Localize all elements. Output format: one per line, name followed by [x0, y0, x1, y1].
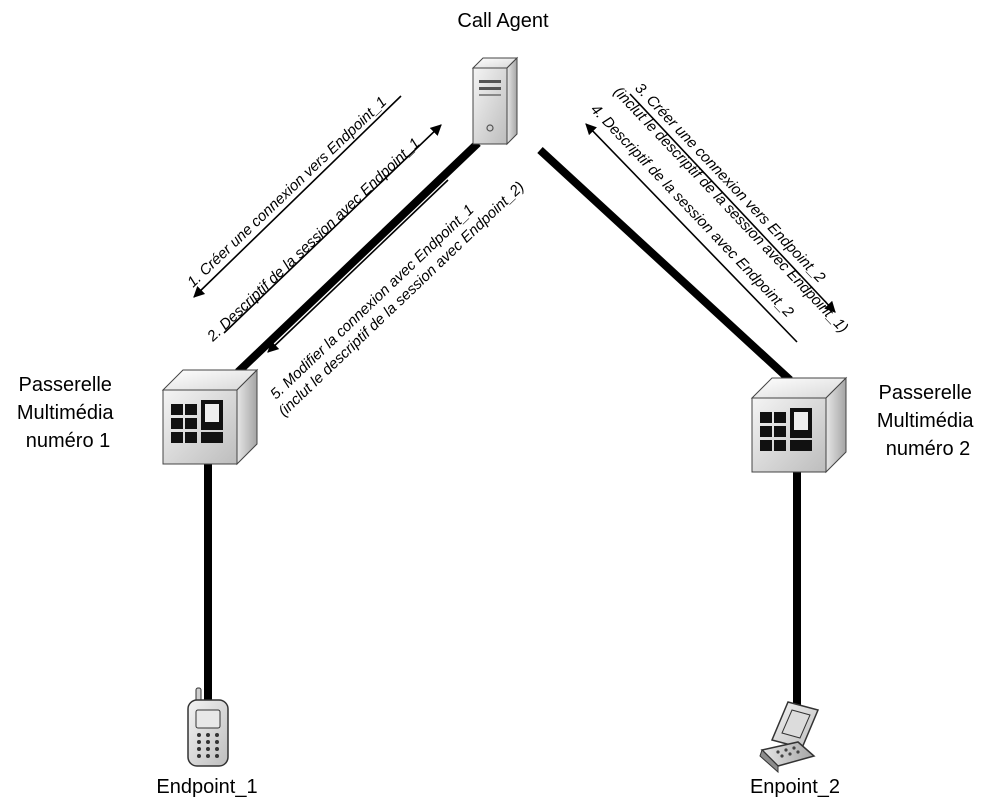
call-agent-server-icon [471, 56, 519, 146]
arrow-message-2 [223, 124, 442, 334]
message-3-label: 3. Créer une connexion vers Endpoint_2 (… [610, 71, 864, 336]
endpoint-2-label: Enpoint_2 [750, 776, 840, 798]
message-5-label: 5. Modifier la connexion avec Endpoint_1… [263, 165, 528, 420]
gateway-1-icon [161, 368, 259, 466]
link-callagent-gateway2 [537, 147, 793, 383]
call-agent-label: Call Agent [457, 10, 549, 32]
message-labels: 1. Créer une connexion vers Endpoint_1 2… [184, 71, 864, 420]
arrow-message-1 [193, 95, 402, 298]
network-links [204, 140, 801, 705]
gateway-1-label: Passerelle Multimédia numéro 1 [17, 374, 119, 452]
arrow-message-5 [267, 179, 449, 353]
endpoint-1-label: Endpoint_1 [156, 776, 257, 798]
endpoint-2-phone-icon [759, 701, 820, 774]
link-callagent-gateway1 [235, 140, 481, 375]
gateway-2-label: Passerelle Multimédia numéro 2 [877, 382, 979, 460]
arrow-message-3 [629, 93, 836, 313]
endpoint-1-phone-icon [187, 687, 229, 767]
arrow-message-4 [585, 123, 798, 343]
gateway-2-icon [750, 376, 848, 474]
message-arrows [193, 93, 836, 353]
